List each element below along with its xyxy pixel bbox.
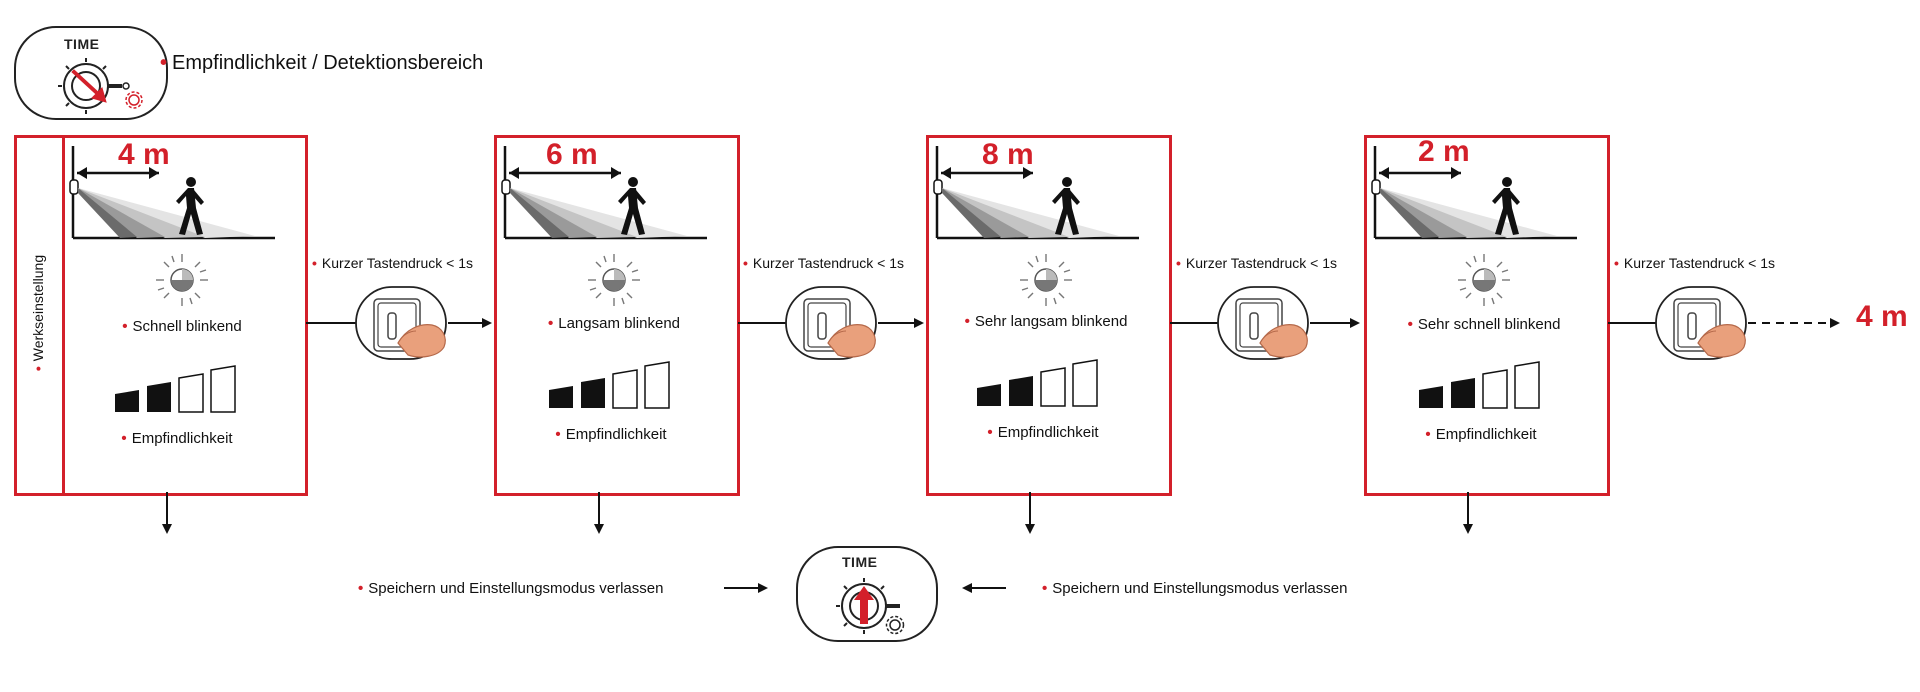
signal-bars-icon bbox=[549, 361, 670, 409]
sensor-range-icon bbox=[501, 146, 707, 240]
panel-2-blink-label: •Langsam blinkend bbox=[547, 315, 681, 332]
press-label-3: •Kurzer Tastendruck < 1s bbox=[1176, 255, 1338, 271]
save-label-left: •Speichern und Einstellungsmodus verlass… bbox=[358, 580, 664, 597]
footer-knob-time-text: TIME bbox=[842, 554, 878, 570]
signal-bars-icon bbox=[115, 365, 236, 413]
press-label-1: •Kurzer Tastendruck < 1s bbox=[312, 255, 474, 271]
panel-2-graphics bbox=[501, 146, 707, 409]
panel-2-sensitivity-label: •Empfindlichkeit bbox=[555, 426, 667, 443]
header-knob-time-text: TIME bbox=[64, 36, 100, 52]
walking-person-icon bbox=[176, 177, 204, 235]
panel-4-sensitivity-label: •Empfindlichkeit bbox=[1425, 426, 1537, 443]
time-knob-icon bbox=[836, 578, 900, 634]
panel-4-blink-label: •Sehr schnell blinkend bbox=[1407, 316, 1561, 333]
panel-3-graphics bbox=[933, 146, 1139, 407]
panel-4-distance: 2 m bbox=[1418, 135, 1470, 168]
footer-time-knob: TIME bbox=[796, 546, 938, 642]
gear-icon bbox=[125, 91, 143, 109]
sensor-range-icon bbox=[933, 146, 1139, 240]
gear-icon bbox=[885, 615, 905, 635]
panel-1-blink-label: •Schnell blinkend bbox=[122, 318, 242, 335]
header-time-knob: TIME bbox=[14, 26, 168, 120]
finger-press-button-icon bbox=[355, 286, 447, 360]
finger-press-button-icon bbox=[1217, 286, 1309, 360]
walking-person-icon bbox=[618, 177, 646, 235]
panel-1-graphics bbox=[69, 146, 275, 413]
panel-2-distance: 6 m bbox=[546, 138, 598, 171]
signal-bars-icon bbox=[977, 359, 1098, 407]
panel-3-distance: 8 m bbox=[982, 138, 1034, 171]
final-distance: 4 m bbox=[1856, 300, 1908, 333]
header-label: •Empfindlichkeit / Detektionsbereich bbox=[160, 52, 484, 74]
blinking-led-icon bbox=[1458, 254, 1510, 306]
factory-setting-label: •Werkseinstellung bbox=[30, 254, 46, 372]
blinking-led-icon bbox=[588, 254, 640, 306]
panel-1-sensitivity-label: •Empfindlichkeit bbox=[121, 430, 233, 447]
finger-press-button-icon bbox=[1655, 286, 1747, 360]
press-label-2: •Kurzer Tastendruck < 1s bbox=[743, 255, 905, 271]
blinking-led-icon bbox=[1020, 254, 1072, 306]
blinking-led-icon bbox=[156, 254, 208, 306]
sensor-range-icon bbox=[69, 146, 275, 240]
panel-4-graphics bbox=[1371, 146, 1577, 409]
finger-press-button-icon bbox=[785, 286, 877, 360]
factory-setting-strip bbox=[14, 135, 65, 496]
time-knob-icon bbox=[58, 58, 130, 114]
panel-3-blink-label: •Sehr langsam blinkend bbox=[964, 313, 1128, 330]
panel-1-distance: 4 m bbox=[118, 138, 170, 171]
sensor-range-icon bbox=[1371, 146, 1577, 240]
press-label-4: •Kurzer Tastendruck < 1s bbox=[1614, 255, 1776, 271]
signal-bars-icon bbox=[1419, 361, 1540, 409]
walking-person-icon bbox=[1052, 177, 1080, 235]
walking-person-icon bbox=[1492, 177, 1520, 235]
save-label-right: •Speichern und Einstellungsmodus verlass… bbox=[1042, 580, 1348, 597]
panel-3-sensitivity-label: •Empfindlichkeit bbox=[987, 424, 1099, 441]
